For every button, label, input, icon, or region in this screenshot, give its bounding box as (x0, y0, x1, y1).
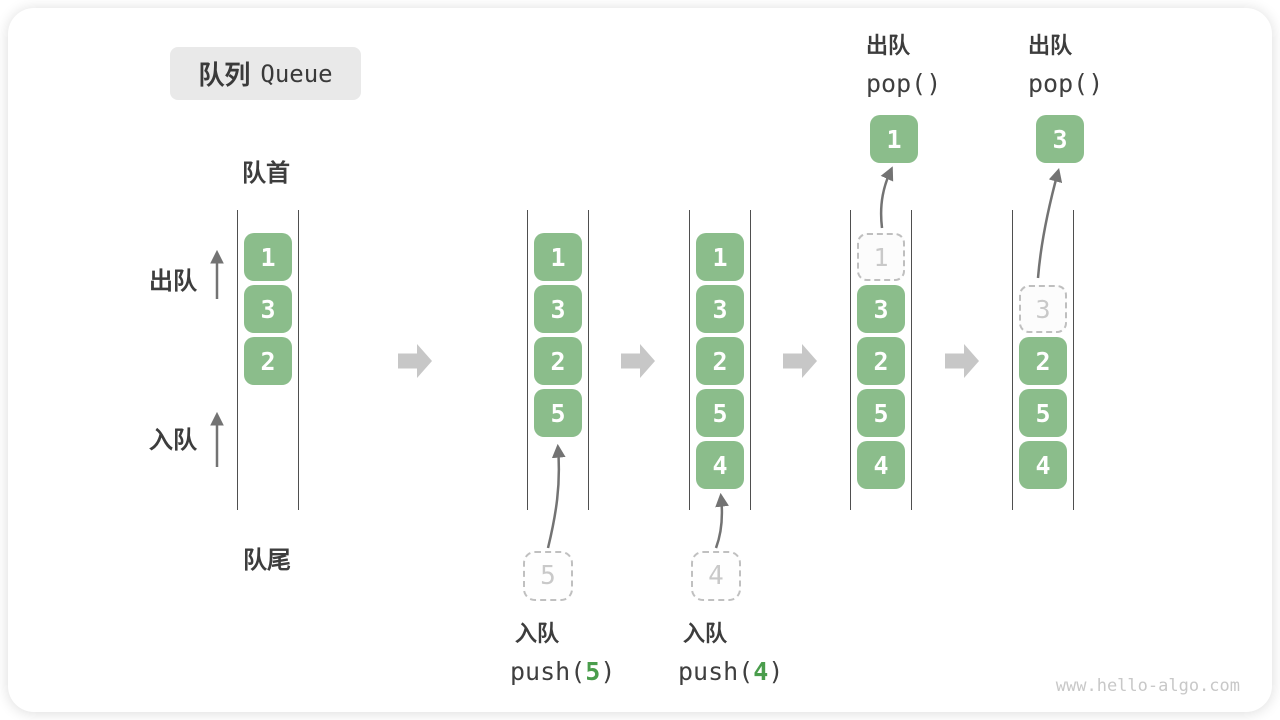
queue1-block: 1 (244, 233, 292, 281)
op-dequeue-1-action: 出队 (866, 33, 911, 58)
queue3-block: 1 (696, 233, 744, 281)
queue2-block: 3 (534, 285, 582, 333)
queue2-block: 5 (534, 389, 582, 437)
op-enqueue-5-code: push(5) (510, 657, 616, 686)
op-dequeue-2-code: pop() (1028, 69, 1104, 98)
queue1-block: 2 (244, 337, 292, 385)
op-dequeue-1: 出队 pop() (866, 28, 941, 98)
watermark: www.hello-algo.com (1055, 676, 1240, 696)
op-dequeue-2-action: 出队 (1028, 33, 1073, 58)
label-queue-rear: 队尾 (243, 547, 291, 574)
queue5-block: 4 (1019, 441, 1067, 489)
op-dequeue-1-code: pop() (866, 69, 942, 98)
queue2-block: 2 (534, 337, 582, 385)
queue4-block: 4 (857, 441, 905, 489)
queue3-block: 2 (696, 337, 744, 385)
label-dequeue: 出队 (149, 268, 197, 295)
queue4-block: 3 (857, 285, 905, 333)
op-dequeue-2: 出队 pop() (1028, 28, 1103, 98)
queue-channel-3 (689, 210, 751, 510)
popped-block-1: 1 (870, 115, 918, 163)
queue4-block: 5 (857, 389, 905, 437)
diagram-card (8, 8, 1272, 712)
ghost-slot-1: 1 (857, 233, 905, 281)
op-enqueue-5-action: 入队 (515, 621, 560, 646)
push4-arg: 4 (753, 657, 769, 686)
queue-channel-4 (850, 210, 912, 510)
op-enqueue-5: 入队 push(5) (510, 616, 615, 686)
staging-box-4: 4 (691, 551, 741, 601)
push5-arg: 5 (585, 657, 601, 686)
op-enqueue-4: 入队 push(4) (678, 616, 783, 686)
queue-channel-5 (1012, 210, 1074, 510)
label-enqueue: 入队 (149, 427, 197, 454)
queue5-block: 5 (1019, 389, 1067, 437)
queue1-block: 3 (244, 285, 292, 333)
ghost-slot-3: 3 (1019, 285, 1067, 333)
title-zh: 队列 (198, 60, 251, 90)
popped-block-3: 3 (1036, 115, 1084, 163)
queue4-block: 2 (857, 337, 905, 385)
staging-box-5: 5 (523, 551, 573, 601)
label-queue-front: 队首 (242, 160, 290, 187)
queue3-block: 3 (696, 285, 744, 333)
queue-channel-1 (237, 210, 299, 510)
queue5-block: 2 (1019, 337, 1067, 385)
queue3-block: 5 (696, 389, 744, 437)
queue3-block: 4 (696, 441, 744, 489)
queue2-block: 1 (534, 233, 582, 281)
queue-channel-2 (527, 210, 589, 510)
op-enqueue-4-code: push(4) (678, 657, 784, 686)
op-enqueue-4-action: 入队 (683, 621, 728, 646)
title-en: Queue (260, 59, 333, 88)
title-box: 队列 Queue (170, 47, 361, 100)
